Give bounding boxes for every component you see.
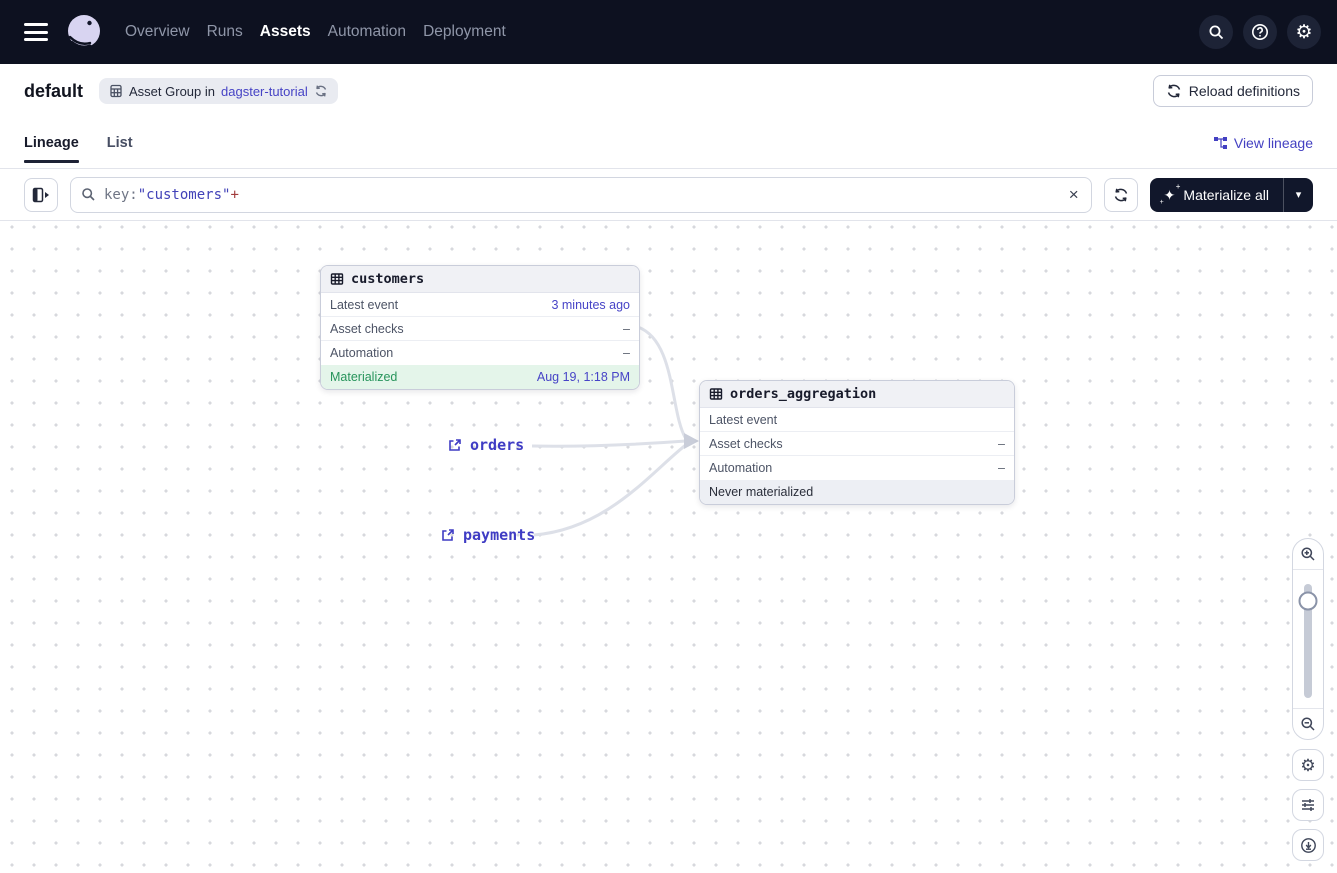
code-location-link[interactable]: dagster-tutorial: [221, 83, 308, 99]
sparkle-icon: ✦: [1160, 183, 1180, 206]
status-label: Materialized: [330, 370, 398, 384]
row-label: Latest event: [709, 412, 778, 427]
materialize-all-main[interactable]: ✦ Materialize all: [1150, 183, 1283, 206]
materialization-status: Materialized Aug 19, 1:18 PM: [321, 365, 639, 389]
zoom-out-icon: [1301, 717, 1315, 731]
status-label: Never materialized: [709, 485, 814, 499]
asset-title: orders_aggregation: [730, 386, 877, 402]
refresh-graph-button[interactable]: [1103, 177, 1138, 212]
row-value: –: [623, 346, 630, 360]
external-link-icon: [449, 439, 461, 451]
nav-item-automation[interactable]: Automation: [327, 23, 407, 40]
row-value: –: [998, 436, 1005, 451]
asset-node-header: customers: [321, 266, 639, 293]
graph-filters-button[interactable]: [1292, 789, 1324, 821]
node-row-automation: Automation –: [700, 456, 1014, 480]
asset-group-badge: Asset Group in dagster-tutorial: [99, 78, 338, 104]
reload-definitions-label: Reload definitions: [1188, 83, 1300, 99]
node-row-latest-event: Latest event 3 minutes ago: [321, 293, 639, 317]
panel-toggle-button[interactable]: [24, 177, 58, 212]
asset-title: customers: [351, 271, 425, 287]
materialization-status: Never materialized: [700, 480, 1014, 504]
view-lineage-label: View lineage: [1233, 135, 1313, 151]
gear-icon: ⚙: [1300, 755, 1316, 775]
view-lineage-link[interactable]: View lineage: [1213, 135, 1313, 151]
external-asset-label: payments: [463, 526, 536, 544]
materialize-all-button[interactable]: ✦ Materialize all ▾: [1149, 177, 1313, 212]
top-navbar: Overview Runs Assets Automation Deployme…: [0, 0, 1337, 64]
graph-settings-button[interactable]: ⚙: [1292, 749, 1324, 781]
zoom-out-button[interactable]: [1293, 708, 1323, 739]
nav-item-deployment[interactable]: Deployment: [423, 23, 506, 40]
recenter-graph-button[interactable]: [1292, 829, 1324, 861]
gear-icon: ⚙: [1295, 21, 1313, 43]
external-asset-orders[interactable]: orders: [448, 436, 524, 454]
table-icon: [330, 273, 344, 285]
settings-button[interactable]: ⚙: [1287, 15, 1321, 49]
external-link-icon: [442, 529, 454, 541]
materialize-all-label: Materialize all: [1183, 186, 1269, 203]
external-asset-payments[interactable]: payments: [441, 526, 535, 544]
row-label: Automation: [709, 461, 773, 475]
zoom-slider-track[interactable]: [1304, 584, 1312, 698]
node-row-asset-checks: Asset checks –: [321, 317, 639, 341]
nav-item-assets[interactable]: Assets: [259, 23, 311, 40]
node-row-latest-event: Latest event: [700, 408, 1014, 432]
help-button[interactable]: [1243, 15, 1277, 49]
status-timestamp[interactable]: Aug 19, 1:18 PM: [536, 370, 630, 384]
search-icon: [1209, 25, 1223, 39]
tab-bar: Lineage List View lineage: [0, 118, 1337, 169]
asset-group-icon: [110, 84, 122, 98]
tab-lineage[interactable]: Lineage: [24, 118, 79, 168]
sync-icon[interactable]: [314, 84, 328, 98]
refresh-icon: [1114, 188, 1127, 201]
zoom-in-button[interactable]: [1293, 539, 1323, 570]
asset-node-customers[interactable]: customers Latest event 3 minutes ago Ass…: [320, 265, 640, 390]
reload-definitions-button[interactable]: Reload definitions: [1152, 75, 1313, 107]
zoom-in-icon: [1301, 547, 1315, 561]
panel-expand-icon: [32, 187, 49, 202]
row-label: Latest event: [330, 297, 399, 312]
asset-node-orders-aggregation[interactable]: orders_aggregation Latest event Asset ch…: [699, 380, 1015, 505]
tab-list[interactable]: List: [106, 135, 133, 151]
row-value: –: [623, 321, 630, 336]
nav-links: Overview Runs Assets Automation Deployme…: [125, 17, 506, 47]
row-value: –: [998, 461, 1005, 475]
zoom-control-panel: [1292, 538, 1324, 740]
badge-text: Asset Group in: [129, 83, 216, 99]
asset-search-input[interactable]: key:"customers"+ ×: [70, 176, 1092, 213]
lineage-graph-canvas[interactable]: customers Latest event 3 minutes ago Ass…: [0, 221, 1337, 873]
nav-right-actions: ⚙: [1199, 15, 1321, 49]
materialize-dropdown-button[interactable]: ▾: [1283, 177, 1313, 212]
page-header: default Asset Group in dagster-tutorial …: [0, 64, 1337, 118]
lineage-icon: [1213, 136, 1227, 149]
hamburger-menu-icon[interactable]: [24, 23, 48, 41]
search-icon: [82, 188, 95, 201]
reload-icon: [1167, 84, 1180, 98]
node-row-automation: Automation –: [321, 341, 639, 365]
search-button[interactable]: [1199, 15, 1233, 49]
search-query-text: key:"customers"+: [104, 186, 239, 203]
zoom-slider-handle[interactable]: [1298, 591, 1318, 611]
latest-event-link[interactable]: 3 minutes ago: [551, 297, 630, 312]
lineage-toolbar: key:"customers"+ × ✦ Materialize all ▾: [0, 169, 1337, 221]
lineage-edges: [531, 325, 699, 537]
nav-item-overview[interactable]: Overview: [125, 23, 190, 40]
external-asset-label: orders: [470, 436, 525, 454]
sliders-icon: [1302, 799, 1314, 811]
help-icon: [1252, 24, 1268, 40]
nav-item-runs[interactable]: Runs: [206, 23, 243, 40]
page-title: default: [24, 80, 84, 101]
row-label: Asset checks: [330, 321, 404, 336]
dagster-logo[interactable]: [64, 12, 104, 52]
asset-node-header: orders_aggregation: [700, 381, 1014, 408]
row-label: Asset checks: [709, 436, 783, 451]
node-row-asset-checks: Asset checks –: [700, 432, 1014, 456]
table-icon: [709, 388, 723, 400]
clear-search-icon[interactable]: ×: [1068, 185, 1079, 204]
recenter-icon: [1300, 837, 1316, 853]
row-label: Automation: [330, 346, 394, 360]
